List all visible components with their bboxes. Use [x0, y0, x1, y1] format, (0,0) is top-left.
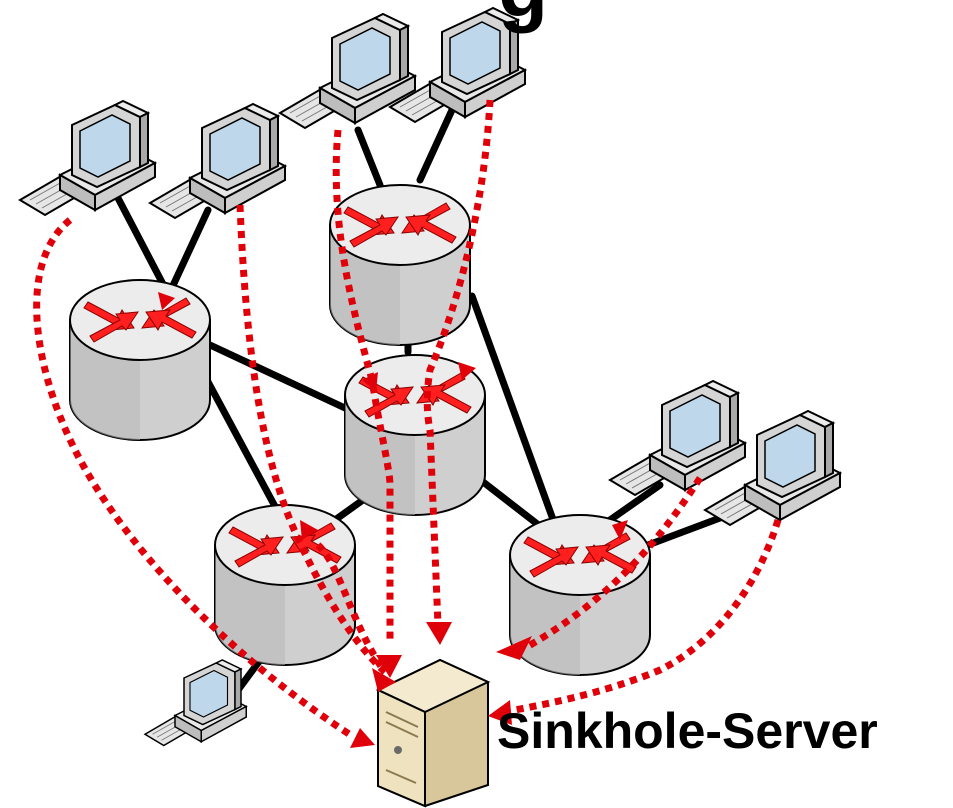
title-fragment: g	[498, 0, 548, 36]
redirect-path	[332, 129, 394, 640]
redirect-path	[423, 99, 494, 626]
router-icon	[214, 504, 356, 666]
arrowhead	[458, 362, 476, 380]
redirect-path	[523, 476, 703, 652]
workstation-icon	[149, 103, 286, 219]
link-router-right-pc6	[606, 481, 664, 524]
arrowhead	[372, 668, 396, 692]
arrowhead	[350, 728, 375, 748]
arrowhead	[376, 655, 402, 678]
link-pc4-router-top	[416, 106, 456, 184]
link-pc3-router-top	[354, 126, 384, 189]
server-label: Sinkhole-Server	[497, 703, 878, 759]
redirect-arrowheads	[158, 292, 628, 748]
redirect-path	[33, 217, 354, 739]
server-icon	[375, 658, 491, 808]
redirect-path	[504, 518, 782, 716]
network-links	[114, 106, 732, 694]
link-pc2-router-left	[166, 206, 212, 296]
redirect-path	[236, 204, 388, 675]
arrowhead	[612, 520, 628, 540]
arrowhead	[362, 372, 378, 392]
arrowhead	[496, 636, 532, 660]
router-icon	[509, 514, 651, 676]
link-router-left-center	[206, 341, 349, 412]
link-pc1-router-left	[114, 194, 169, 292]
router-icon	[69, 279, 211, 441]
redirect-paths	[33, 99, 782, 739]
redirect-path	[315, 542, 385, 670]
link-router-center-right	[474, 474, 549, 534]
arrowhead	[300, 520, 318, 540]
link-router-right-pc7	[644, 511, 732, 549]
arrowhead	[426, 622, 452, 645]
workstation-icon	[609, 380, 746, 496]
arrowhead	[158, 292, 175, 310]
workstation-icon	[19, 100, 156, 216]
workstation-icon	[144, 659, 247, 747]
link-router-top-right	[468, 292, 559, 529]
arrowhead	[488, 700, 512, 725]
link-router-left-bottomleft	[203, 376, 282, 516]
